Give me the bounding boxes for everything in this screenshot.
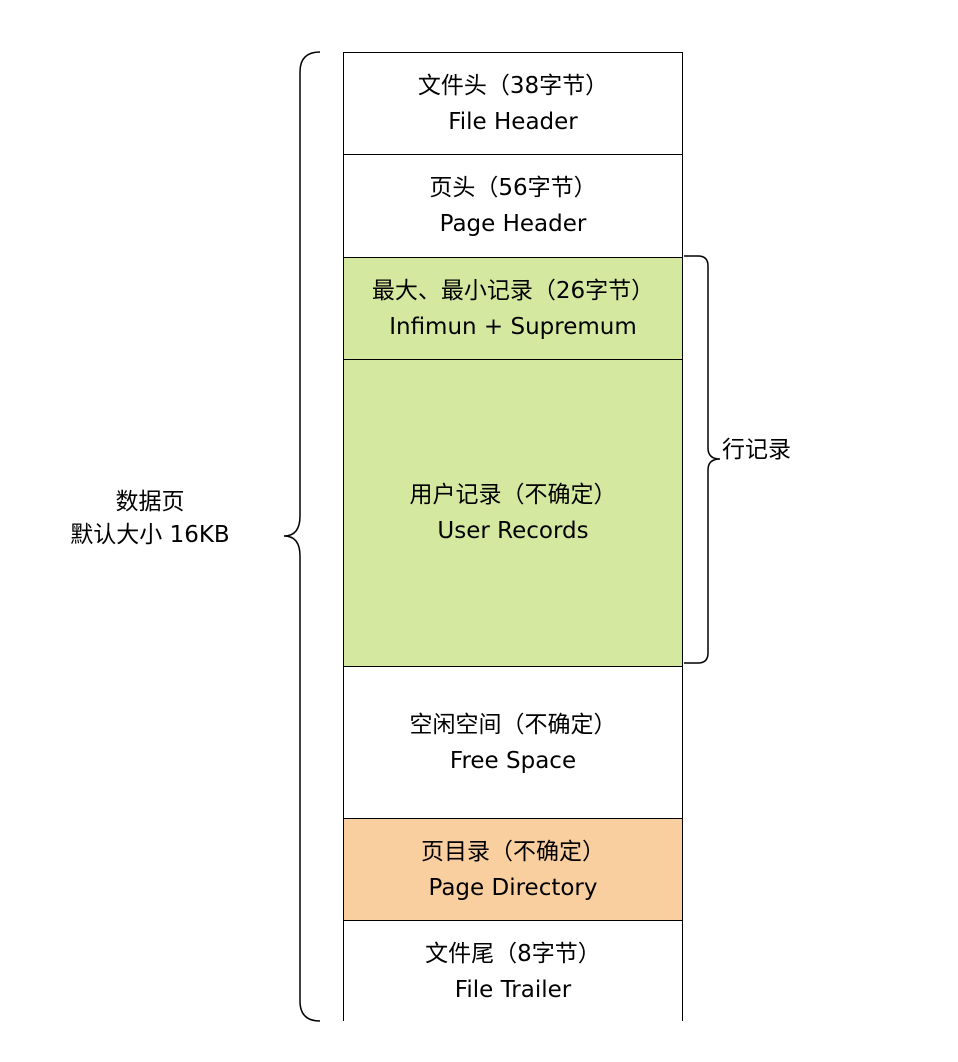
section-free-space-cn-label: 空闲空间（不确定） <box>409 711 617 738</box>
row-records-label: 行记录 <box>722 437 791 463</box>
section-infimum-supremum-cn-label: 最大、最小记录（26字节） <box>371 277 655 304</box>
section-file-trailer-en-label: File Trailer <box>454 976 572 1003</box>
section-file-trailer: 文件尾（8字节） File Trailer <box>344 920 682 1022</box>
section-free-space: 空闲空间（不确定） Free Space <box>344 666 682 818</box>
section-file-trailer-cn-label: 文件尾（8字节） <box>425 940 601 967</box>
section-user-records-en-label: User Records <box>437 518 589 544</box>
section-free-space-en-label: Free Space <box>449 747 577 774</box>
section-page-directory-cn-label: 页目录（不确定） <box>421 838 605 865</box>
right-brace-icon <box>684 255 721 664</box>
section-file-header-cn-label: 文件头（38字节） <box>417 72 609 99</box>
section-infimum-supremum-en-label: Infimun + Supremum <box>389 313 637 340</box>
section-infimum-supremum: 最大、最小记录（26字节） Infimun + Supremum <box>344 257 682 359</box>
section-file-header-en-label: File Header <box>448 108 578 135</box>
data-page-structure: 文件头（38字节） File Header 页头（56字节） Page Header 最… <box>343 52 683 1022</box>
data-page-title: 数据页 <box>115 489 185 515</box>
section-user-records: 用户记录（不确定） User Records <box>344 359 682 666</box>
section-user-records-cn-label: 用户记录（不确定） <box>409 482 617 508</box>
data-page-size: 默认大小 16KB <box>70 522 230 548</box>
section-page-directory-en-label: Page Directory <box>428 874 598 901</box>
section-file-header: 文件头（38字节） File Header <box>344 53 682 154</box>
section-page-header-cn-label: 页头（56字节） <box>429 175 597 201</box>
section-page-header-en-label: Page Header <box>439 211 587 237</box>
left-brace-icon <box>283 51 321 1022</box>
section-page-directory: 页目录（不确定） Page Directory <box>344 818 682 920</box>
section-page-header: 页头（56字节） Page Header <box>344 154 682 257</box>
data-page-label: 数据页 默认大小 16KB <box>55 486 245 552</box>
